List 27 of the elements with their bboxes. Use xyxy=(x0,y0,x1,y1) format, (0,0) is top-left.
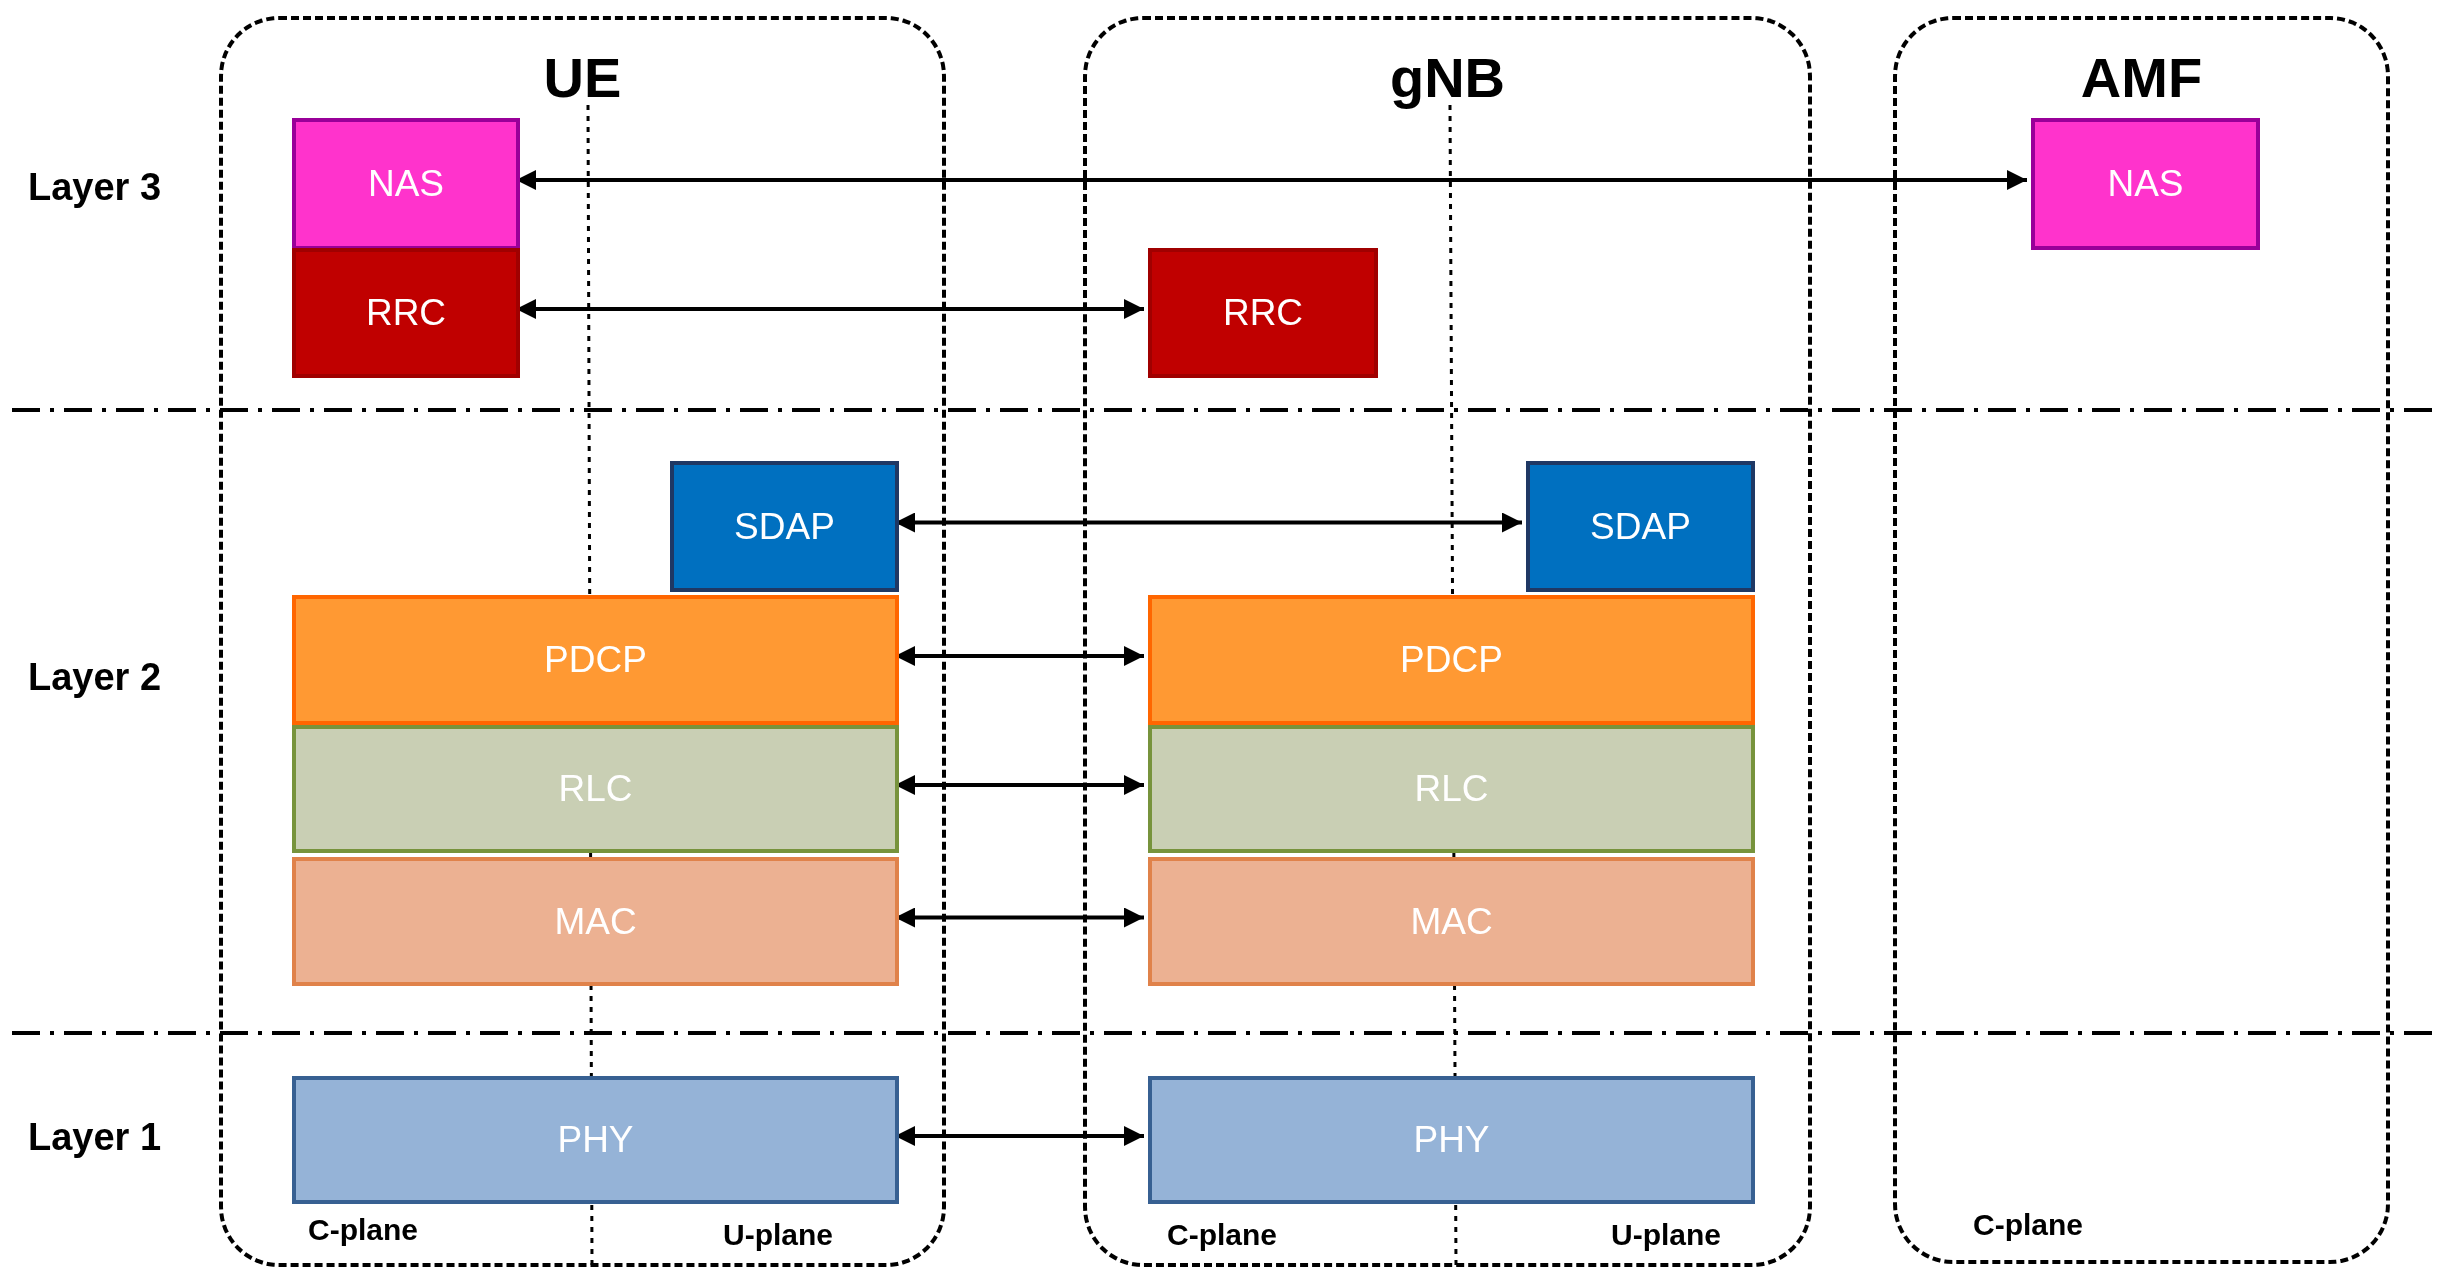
plane-label: C-plane xyxy=(308,1215,418,1245)
plane-label: U-plane xyxy=(1611,1220,1721,1250)
protocol-layer-box: PHY xyxy=(292,1076,899,1204)
protocol-layer-box: RRC xyxy=(292,248,520,378)
entity-title: AMF xyxy=(2080,50,2203,106)
plane-label: C-plane xyxy=(1973,1210,2083,1240)
entity-container xyxy=(219,16,946,1267)
protocol-layer-box: MAC xyxy=(292,857,899,986)
protocol-layer-box: MAC xyxy=(1148,857,1755,986)
protocol-layer-box: RRC xyxy=(1148,248,1378,378)
plane-label: U-plane xyxy=(723,1220,833,1250)
protocol-layer-box: PDCP xyxy=(1148,595,1755,725)
layer-label: Layer 2 xyxy=(28,658,162,696)
protocol-layer-box: PHY xyxy=(1148,1076,1755,1204)
protocol-layer-box: SDAP xyxy=(670,461,899,592)
protocol-layer-box: RLC xyxy=(1148,725,1755,853)
entity-container xyxy=(1893,16,2390,1264)
protocol-layer-box: RLC xyxy=(292,725,899,853)
protocol-layer-box: PDCP xyxy=(292,595,899,725)
protocol-layer-box: NAS xyxy=(292,118,520,250)
protocol-layer-box: NAS xyxy=(2031,118,2260,250)
plane-label: C-plane xyxy=(1167,1220,1277,1250)
entity-container xyxy=(1083,16,1812,1267)
layer-label: Layer 3 xyxy=(28,168,162,206)
entity-title: UE xyxy=(543,50,622,106)
layer-label: Layer 1 xyxy=(28,1118,162,1156)
protocol-layer-box: SDAP xyxy=(1526,461,1755,592)
